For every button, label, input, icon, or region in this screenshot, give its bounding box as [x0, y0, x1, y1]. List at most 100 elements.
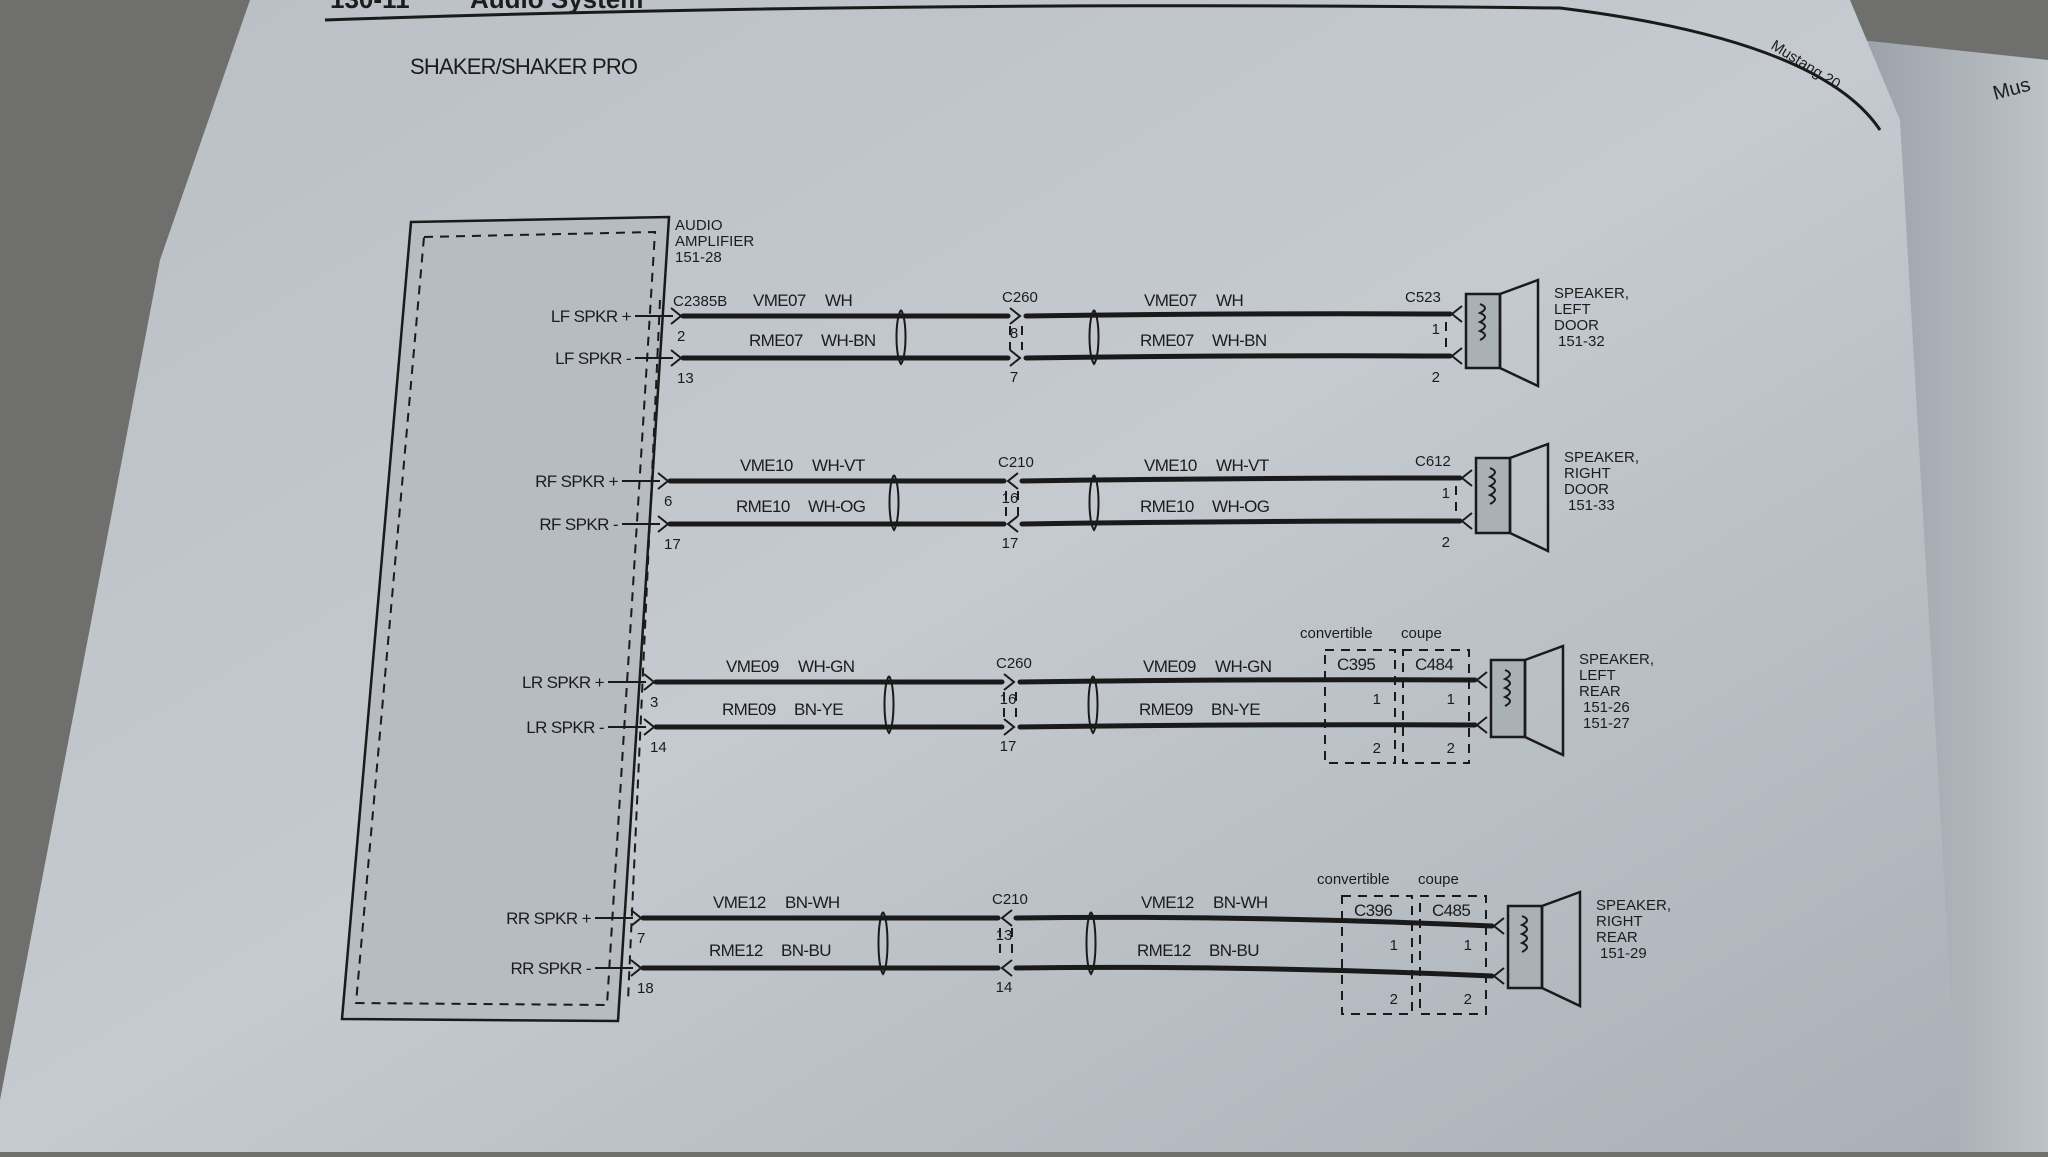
speaker-pin-plus: 1: [1442, 485, 1450, 502]
inline-pin-minus: 17: [1002, 535, 1019, 552]
wire-minus: [640, 964, 1495, 979]
wire-circuit-plus-right: VME09: [1143, 657, 1196, 676]
amp-pin-minus: 14: [650, 739, 667, 756]
wire-circuit-plus-left: VME10: [740, 456, 793, 475]
inline-connector-id: C260: [1002, 289, 1038, 306]
wire-minus: [653, 722, 1478, 730]
connector-arrow-icon: [1003, 673, 1016, 691]
inline-pin-minus: 17: [1000, 738, 1017, 755]
speaker-label-line: 151-26: [1583, 699, 1630, 716]
speaker-icon: [1506, 890, 1582, 1008]
twisted-pair-icon: [1085, 911, 1097, 976]
twisted-pair-icon: [888, 474, 900, 532]
wire-circuit-minus-left: RME10: [736, 497, 790, 516]
wire-color-minus-left: WH-BN: [821, 331, 876, 350]
speaker-label-line: RIGHT: [1596, 913, 1643, 930]
inline-pin-plus: 16: [1000, 691, 1017, 708]
speaker-pin-plus: 1: [1373, 691, 1381, 708]
speaker-connector-coupe-box: [1419, 895, 1487, 1015]
connector-arrow-icon: [1460, 512, 1473, 530]
speaker-label-line: REAR: [1579, 683, 1621, 700]
connector-arrow-icon: [1000, 959, 1013, 977]
twisted-pair-icon: [883, 675, 895, 735]
connector-arrow-icon: [1450, 347, 1463, 365]
speaker-label-line: DOOR: [1564, 481, 1609, 498]
speaker-pin-plus: 1: [1447, 691, 1455, 708]
wire-plus: [640, 914, 1495, 929]
amp-pin-plus: 3: [650, 694, 658, 711]
speaker-connector-id: C484: [1415, 655, 1453, 674]
twisted-pair-icon: [1087, 675, 1099, 735]
speaker-pin-minus: 2: [1442, 534, 1450, 551]
speaker-label-line: SPEAKER,: [1596, 897, 1671, 914]
amp-pin-label-minus: LR SPKR -: [526, 718, 604, 737]
amp-pin-plus: 6: [664, 493, 672, 510]
wire-circuit-minus-left: RME12: [709, 941, 763, 960]
amp-pin-minus: 17: [664, 536, 681, 553]
wire-plus: [653, 677, 1478, 685]
speaker-label-line: RIGHT: [1564, 465, 1611, 482]
wire-color-plus-right: WH-VT: [1216, 456, 1269, 475]
header-rule: [324, 4, 1882, 131]
amplifier-name-line2: AMPLIFIER: [675, 233, 754, 250]
wire-color-minus-right: WH-BN: [1212, 331, 1267, 350]
connector-arrow-icon: [1003, 718, 1016, 736]
connector-arrow-icon: [1492, 917, 1505, 935]
amp-pin-plus: 7: [637, 930, 645, 947]
amplifier-connector-dashed-edge: [627, 299, 661, 1001]
speaker-connector-variant: convertible: [1300, 625, 1373, 642]
speaker-icon: [1489, 644, 1565, 757]
speaker-connector-id: C523: [1405, 289, 1441, 306]
wire-circuit-plus-right: VME07: [1144, 291, 1197, 310]
connector-arrow-icon: [1009, 307, 1022, 325]
amplifier-name-line1: AUDIO: [675, 217, 723, 234]
twisted-pair-icon: [1088, 309, 1100, 366]
wire-color-plus-right: WH: [1216, 291, 1243, 310]
wire-color-plus-left: WH-VT: [812, 456, 865, 475]
speaker-connector-convertible-box: [1341, 895, 1413, 1015]
connector-arrow-icon: [1475, 716, 1488, 734]
amp-pin-label-plus: LF SPKR +: [551, 307, 632, 326]
amplifier-inner-dashed: [354, 230, 657, 1007]
wire-color-plus-left: BN-WH: [785, 893, 840, 912]
wire-circuit-plus-right: VME10: [1144, 456, 1197, 475]
wire-color-minus-right: WH-OG: [1212, 497, 1269, 516]
amp-pin-label-plus: LR SPKR +: [522, 673, 605, 692]
speaker-pin-minus: 2: [1432, 369, 1440, 386]
speaker-connector-id: C396: [1354, 901, 1392, 920]
amp-pin-minus: 18: [637, 980, 654, 997]
connector-arrow-icon: [1006, 472, 1019, 490]
speaker-label-line: SPEAKER,: [1579, 651, 1654, 668]
header-page-ref: 130-11: [330, 0, 410, 14]
connector-arrow-icon: [1460, 469, 1473, 487]
audio-amplifier: AUDIO AMPLIFIER 151-28 C2385B: [340, 215, 754, 1023]
inline-pin-plus: 16: [1002, 490, 1019, 507]
connector-arrow-icon: [1009, 349, 1022, 367]
speaker-label-line: SPEAKER,: [1564, 449, 1639, 466]
speaker-connector-id: C485: [1432, 901, 1470, 920]
speaker-pin-minus: 2: [1390, 991, 1398, 1008]
inline-pin-plus: 8: [1010, 325, 1018, 342]
amp-pin-label-minus: LF SPKR -: [555, 349, 631, 368]
header-section: Audio System: [470, 0, 643, 14]
wire-color-minus-left: WH-OG: [808, 497, 865, 516]
speaker-pin-minus: 2: [1373, 740, 1381, 757]
speaker-connector-variant: coupe: [1401, 625, 1442, 642]
speaker-icon: [1474, 442, 1550, 553]
speaker-pin-minus: 2: [1464, 991, 1472, 1008]
wire-circuit-minus-right: RME09: [1139, 700, 1193, 719]
amp-pin-label-minus: RR SPKR -: [510, 959, 591, 978]
wire-color-minus-left: BN-BU: [781, 941, 831, 960]
speaker-label-line: LEFT: [1579, 667, 1616, 684]
inline-pin-minus: 7: [1010, 369, 1018, 386]
amplifier-connector: C2385B: [673, 293, 727, 310]
wire-circuit-plus-left: VME07: [753, 291, 806, 310]
inline-connector-id: C260: [996, 655, 1032, 672]
speaker-pin-plus: 1: [1464, 937, 1472, 954]
wire-plus: [680, 311, 1453, 319]
connector-arrow-icon: [1000, 909, 1013, 927]
